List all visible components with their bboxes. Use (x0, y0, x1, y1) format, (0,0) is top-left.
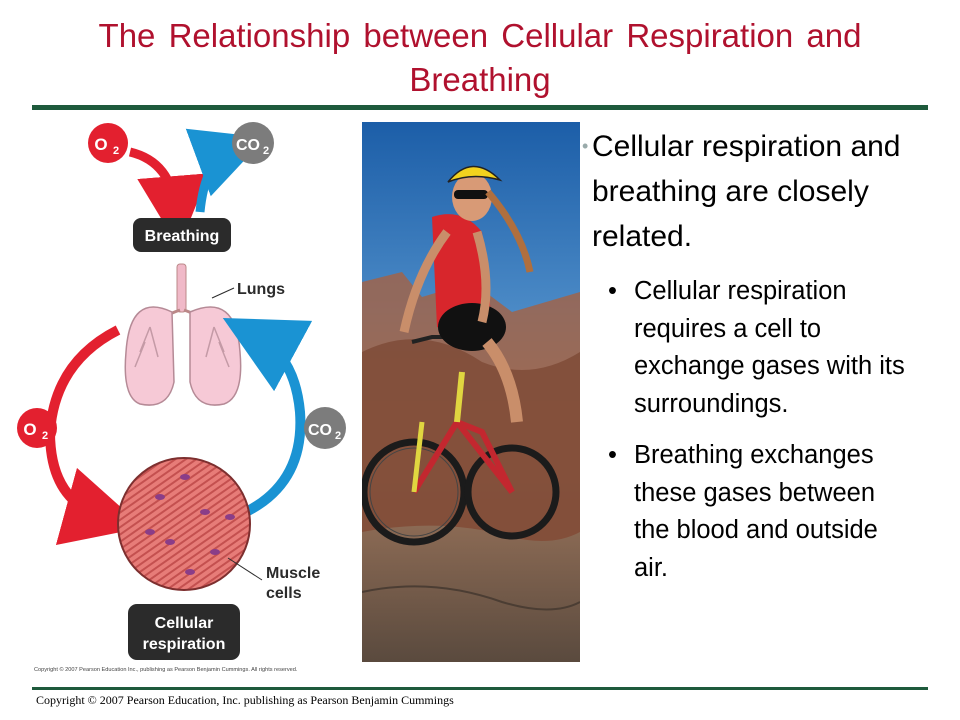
bullet-list: • Cellular respiration and breathing are… (582, 124, 916, 587)
title-divider (32, 105, 928, 110)
muscle-cells-illustration (117, 457, 251, 591)
sub-bullet-2: • Breathing exchanges these gases betwee… (586, 437, 916, 587)
main-bullet: • Cellular respiration and breathing are… (582, 124, 916, 259)
cellular-respiration-label: Cellular respiration (128, 604, 240, 660)
diagram-copyright: Copyright © 2007 Pearson Education Inc.,… (34, 666, 298, 673)
main-bullet-text: Cellular respiration and breathing are c… (592, 130, 901, 253)
svg-text:respiration: respiration (143, 636, 226, 653)
footer-divider (32, 687, 928, 690)
footer-copyright: Copyright © 2007 Pearson Education, Inc.… (36, 693, 454, 707)
slide-title: The Relationship between Cellular Respir… (98, 17, 862, 98)
co2-circulation-arrow (222, 317, 313, 517)
svg-text:CO: CO (236, 137, 260, 154)
muscle-label-line2: cells (266, 585, 302, 602)
muscle-label-line1: Muscle (266, 565, 320, 582)
sub-bullet-text: Breathing exchanges these gases between … (634, 441, 878, 582)
co2-out-arrow (185, 128, 266, 213)
co2-top-badge: CO 2 (232, 122, 274, 164)
svg-text:2: 2 (335, 430, 341, 442)
cyclist-photo (362, 122, 580, 662)
svg-text:2: 2 (42, 430, 48, 442)
co2-right-badge: CO 2 (304, 407, 346, 449)
svg-text:O: O (94, 135, 107, 154)
o2-in-arrow (128, 147, 209, 248)
o2-top-badge: O 2 (88, 123, 128, 163)
lungs-illustration (124, 263, 242, 406)
svg-text:2: 2 (263, 145, 269, 157)
sub-bullet-marker: • (608, 441, 617, 469)
breathing-label: Breathing (133, 218, 231, 252)
o2-circulation-arrow (44, 325, 144, 546)
svg-text:O: O (23, 420, 36, 439)
svg-text:Breathing: Breathing (145, 228, 220, 245)
svg-text:Cellular: Cellular (155, 615, 214, 632)
o2-left-badge: O 2 (17, 408, 57, 448)
svg-text:CO: CO (308, 422, 332, 439)
sub-bullet-text: Cellular respiration requires a cell to … (634, 277, 905, 418)
respiration-breathing-diagram: O 2 CO 2 Breathing Lungs O 2 CO 2 (17, 122, 346, 673)
sub-bullet-marker: • (608, 277, 617, 305)
svg-text:2: 2 (113, 145, 119, 157)
main-bullet-marker: • (582, 136, 589, 156)
sub-bullet-1: • Cellular respiration requires a cell t… (586, 273, 916, 423)
lungs-label: Lungs (237, 281, 285, 298)
